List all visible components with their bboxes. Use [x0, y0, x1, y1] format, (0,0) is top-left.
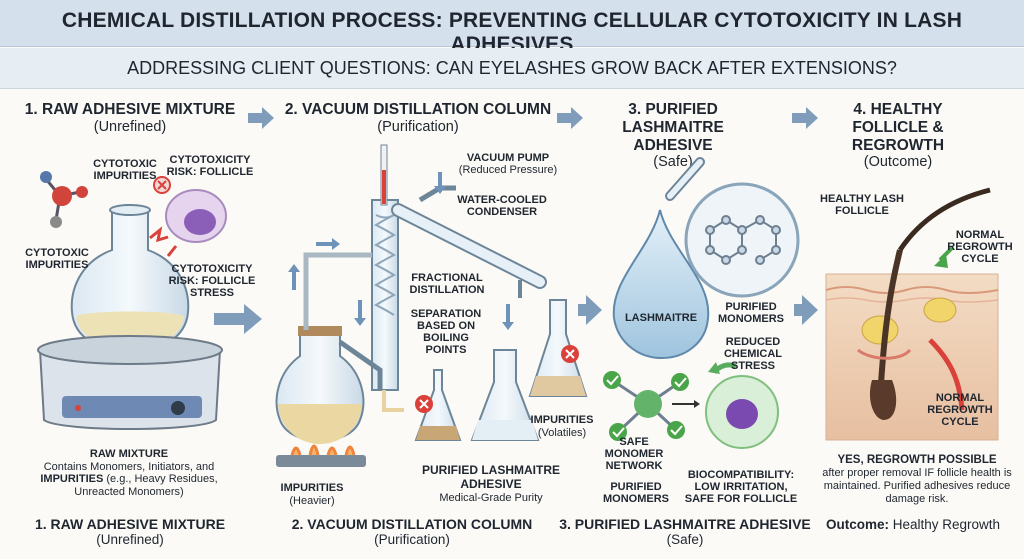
purified-adhesive-title: PURIFIED LASHMAITRE ADHESIVE: [422, 463, 560, 491]
flow-arrow-1: [214, 304, 262, 334]
stage-2-paren: (Purification): [377, 118, 459, 135]
damaged-cell-icon: [149, 176, 227, 257]
footer-outcome: Outcome: Healthy Regrowth: [818, 517, 1008, 533]
footer-stage-1: 1. RAW ADHESIVE MIXTURE (Unrefined): [15, 516, 245, 548]
impurities-volatiles-sub: (Volatiles): [537, 426, 587, 439]
impurity-molecule-icon: [40, 171, 88, 228]
footer-stage-3-title: 3. PURIFIED LASHMAITRE ADHESIVE: [559, 516, 811, 532]
stage-3-paren: (Safe): [653, 154, 693, 171]
impurities-volatiles-title: IMPURITIES: [530, 414, 594, 426]
follicle-illustration: [825, 187, 999, 441]
healthy-cell-icon: [705, 362, 779, 449]
page-subtitle: ADDRESSING CLIENT QUESTIONS: CAN EYELASH…: [127, 58, 897, 78]
flow-arrow-2: [578, 295, 602, 325]
impurities-heavier-label: IMPURITIES (Heavier): [276, 482, 348, 507]
reduced-stress-label: REDUCED CHEMICAL STRESS: [723, 336, 783, 373]
monomer-magnifier-icon: [684, 182, 800, 298]
condenser: [391, 185, 547, 298]
normal-regrowth-label-2: NORMAL REGROWTH CYCLE: [927, 392, 993, 429]
stage-3-title: 3. PURIFIED LASHMAITRE ADHESIVE: [622, 101, 724, 154]
purified-adhesive-label: PURIFIED LASHMAITRE ADHESIVE Medical-Gra…: [416, 463, 566, 504]
footer-stage-1-title: 1. RAW ADHESIVE MIXTURE: [34, 516, 226, 532]
raw-mixture-description: RAW MIXTURE Contains Monomers, Initiator…: [18, 448, 240, 499]
stage-1-heading: 1. RAW ADHESIVE MIXTURE (Unrefined): [15, 101, 245, 135]
header-bar: CHEMICAL DISTILLATION PROCESS: PREVENTIN…: [0, 0, 1024, 56]
purified-monomers-label-2: PURIFIED MONOMERS: [603, 481, 669, 506]
impurities-volatiles-label: IMPURITIES (Volatiles): [524, 414, 600, 439]
impurities-heavier-title: IMPURITIES: [280, 482, 344, 494]
collection-flask-purified: [470, 349, 540, 441]
footer-outcome-value: Healthy Regrowth: [892, 517, 1001, 532]
condenser-label: WATER-COOLED CONDENSER: [457, 194, 547, 219]
burner-icon: [276, 444, 366, 467]
stage-arrow-1: [248, 107, 274, 129]
stage-1-title: 1. RAW ADHESIVE MIXTURE: [24, 101, 236, 118]
raw-mixture-title: RAW MIXTURE: [89, 448, 169, 460]
flow-arrow-3: [794, 295, 818, 325]
stage-3-heading: 3. PURIFIED LASHMAITRE ADHESIVE (Safe): [583, 101, 763, 171]
stage-4-title: 4. HEALTHY FOLLICLE & REGROWTH: [851, 101, 945, 154]
adhesive-drop-icon: [612, 209, 710, 360]
purified-monomers-label: PURIFIED MONOMERS: [718, 301, 784, 326]
collection-flask-volatiles: [528, 299, 588, 397]
stage-arrow-2: [557, 107, 583, 129]
stage-4-heading: 4. HEALTHY FOLLICLE & REGROWTH (Outcome): [818, 101, 978, 171]
footer-stage-3: 3. PURIFIED LASHMAITRE ADHESIVE (Safe): [554, 516, 816, 548]
boiling-flask: [275, 326, 365, 444]
raw-mixture-text-1: Contains Monomers, Initiators, and: [43, 460, 215, 473]
footer-stage-2-paren: (Purification): [374, 532, 450, 548]
safe-monomer-network-icon: [603, 371, 700, 441]
vacuum-pump-title: VACUUM PUMP: [466, 152, 550, 164]
stage-4-paren: (Outcome): [863, 154, 933, 171]
stage-1-paren: (Unrefined): [93, 118, 167, 135]
subtitle-bar: ADDRESSING CLIENT QUESTIONS: CAN EYELASH…: [0, 48, 1024, 89]
raw-mixture-impurities: IMPURITIES: [40, 473, 104, 486]
dropper-icon: [665, 157, 705, 201]
impurities-heavier-sub: (Heavier): [289, 494, 335, 507]
regrowth-answer-title: YES, REGROWTH POSSIBLE: [837, 454, 997, 466]
flow-arrows-small: [288, 172, 514, 330]
medical-grade-text: Medical-Grade Purity: [439, 491, 543, 504]
regrowth-answer-text: after proper removal IF follicle health …: [822, 467, 1012, 505]
stage-2-title: 2. VACUUM DISTILLATION COLUMN: [284, 101, 552, 118]
fractional-distillation-label: FRACTIONAL DISTILLATION: [409, 272, 485, 297]
stage1-cytotoxic-impurities-1: CYTOTOXIC IMPURITIES: [93, 158, 157, 183]
stage-arrow-3: [792, 107, 818, 129]
stage1-cytotoxic-impurities-2: CYTOTOXIC IMPURITIES: [25, 247, 89, 272]
stage-2-heading: 2. VACUUM DISTILLATION COLUMN (Purificat…: [278, 101, 558, 135]
fractionating-column: [303, 144, 404, 412]
stage1-cytotoxicity-risk-1: CYTOTOXICITY RISK: FOLLICLE: [166, 154, 254, 179]
drop-label: LASHMAITRE: [624, 312, 698, 324]
normal-regrowth-label-1: NORMAL REGROWTH CYCLE: [947, 229, 1013, 266]
footer-stage-2-title: 2. VACUUM DISTILLATION COLUMN: [291, 516, 533, 532]
vacuum-pump-sub: (Reduced Pressure): [458, 164, 558, 177]
footer-stage-2: 2. VACUUM DISTILLATION COLUMN (Purificat…: [272, 516, 552, 548]
collection-flask-impurities: [414, 369, 462, 441]
separation-label: SEPARATION BASED ON BOILING POINTS: [410, 308, 482, 357]
safe-network-label: SAFE MONOMER NETWORK: [604, 436, 664, 473]
footer-outcome-label: Outcome:: [825, 517, 889, 532]
raw-mixture-text-2: (e.g., Heavy Residues, Unreacted Monomer…: [74, 473, 218, 498]
regrowth-answer: YES, REGROWTH POSSIBLE after proper remo…: [822, 454, 1012, 505]
healthy-follicle-label: HEALTHY LASH FOLLICLE: [820, 193, 904, 218]
vacuum-pump-label: VACUUM PUMP (Reduced Pressure): [448, 152, 568, 176]
biocompatibility-label: BIOCOMPATIBILITY: LOW IRRITATION, SAFE F…: [684, 469, 798, 506]
stage1-cytotoxicity-risk-2: CYTOTOXICITY RISK: FOLLICLE STRESS: [168, 263, 256, 300]
hot-plate: [37, 335, 223, 430]
footer-stage-3-paren: (Safe): [666, 532, 704, 548]
footer-stage-1-paren: (Unrefined): [96, 532, 164, 548]
regrowth-arrow-icon: [934, 246, 954, 268]
